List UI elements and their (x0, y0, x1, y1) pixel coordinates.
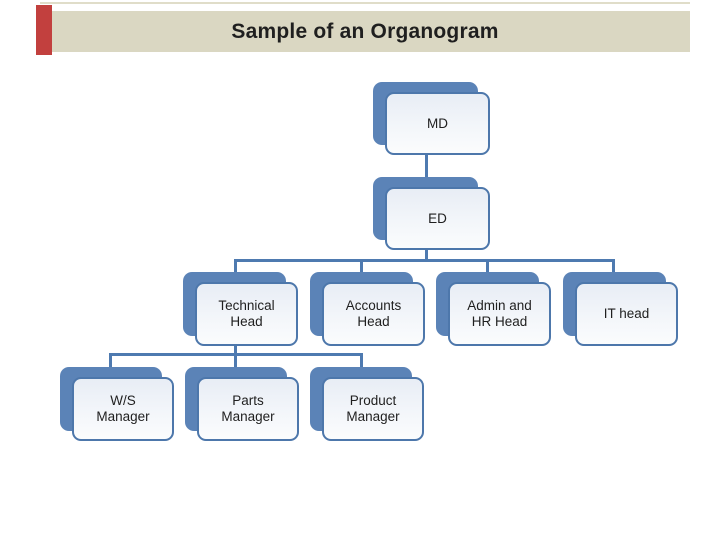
org-node-accounts-head[interactable]: Accounts Head (310, 272, 425, 346)
node-front: Accounts Head (322, 282, 425, 346)
connector-stub-it (612, 259, 615, 284)
org-node-md[interactable]: MD (373, 82, 490, 155)
org-node-ed[interactable]: ED (373, 177, 490, 250)
node-label: MD (427, 115, 448, 131)
connector-rail-level3 (234, 259, 615, 262)
node-label: Accounts Head (345, 298, 402, 329)
node-label: ED (428, 210, 447, 226)
connector-stub-ws (109, 353, 112, 379)
node-label: IT head (603, 306, 650, 321)
org-node-ws-manager[interactable]: W/S Manager (60, 367, 174, 441)
org-node-product-manager[interactable]: Product Manager (310, 367, 424, 441)
node-front: ED (385, 187, 490, 250)
connector-ed-rail (425, 249, 428, 262)
node-front: W/S Manager (72, 377, 174, 441)
node-front: Admin and HR Head (448, 282, 551, 346)
connector-stub-accounts (360, 259, 363, 284)
node-front: IT head (575, 282, 678, 346)
node-label: Admin and HR Head (467, 298, 532, 329)
connector-stub-admin (486, 259, 489, 284)
title-banner[interactable]: Sample of an Organogram (40, 11, 690, 52)
org-node-it-head[interactable]: IT head (563, 272, 678, 346)
node-front: MD (385, 92, 490, 155)
org-node-admin-hr-head[interactable]: Admin and HR Head (436, 272, 551, 346)
banner-top-line (40, 2, 690, 4)
node-label: Product Manager (346, 393, 400, 424)
red-accent-tab (36, 5, 52, 55)
connector-md-ed (425, 155, 428, 189)
node-front: Product Manager (322, 377, 424, 441)
node-label: Technical Head (218, 298, 275, 329)
node-label: Parts Manager (221, 393, 275, 424)
node-front: Parts Manager (197, 377, 299, 441)
connector-stub-product (360, 353, 363, 379)
org-node-technical-head[interactable]: Technical Head (183, 272, 298, 346)
node-front: Technical Head (195, 282, 298, 346)
connector-stub-technical (234, 259, 237, 284)
connector-technical-rail (234, 345, 237, 378)
org-node-parts-manager[interactable]: Parts Manager (185, 367, 299, 441)
page-title: Sample of an Organogram (231, 19, 499, 43)
node-label: W/S Manager (96, 393, 150, 424)
connector-rail-level4 (109, 353, 363, 356)
